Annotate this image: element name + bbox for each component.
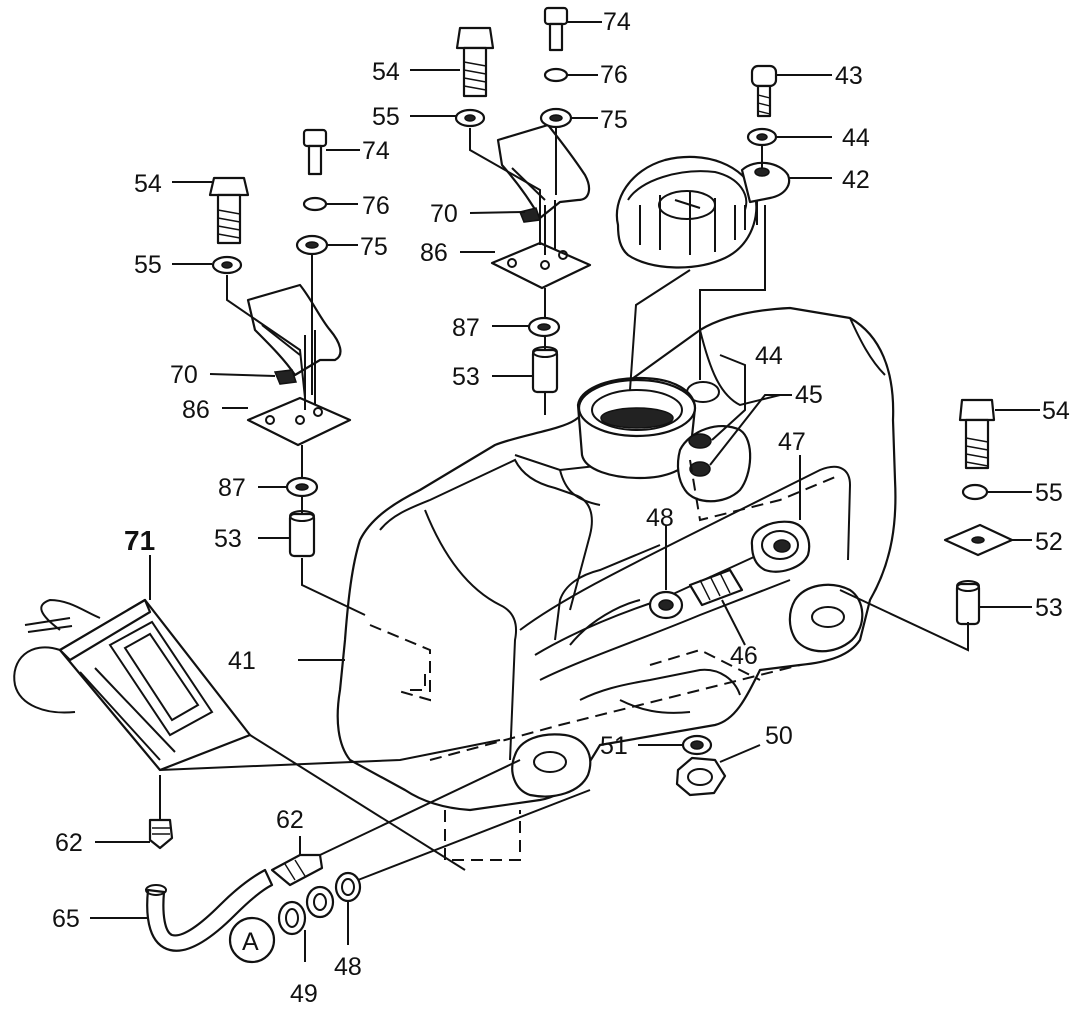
label-70: 70	[430, 200, 458, 228]
label-76: 76	[600, 61, 628, 89]
detail-marker-a: A	[242, 928, 259, 956]
filler-cap	[615, 155, 791, 269]
label-55: 55	[134, 251, 162, 279]
bolt-54-top	[455, 26, 495, 98]
bolt-54-right	[958, 398, 996, 470]
label-71: 71	[124, 525, 155, 556]
mount-bracket-left	[246, 283, 352, 447]
bolt-54-left	[208, 176, 250, 245]
label-74: 74	[362, 137, 390, 165]
label-62: 62	[55, 829, 83, 857]
label-74: 74	[603, 8, 631, 36]
label-75: 75	[600, 106, 628, 134]
screw-74-left	[302, 128, 328, 176]
label-48: 48	[334, 953, 362, 981]
label-47: 47	[778, 428, 806, 456]
label-62: 62	[276, 806, 304, 834]
label-42: 42	[842, 166, 870, 194]
label-51: 51	[600, 732, 628, 760]
label-87: 87	[452, 314, 480, 342]
label-43: 43	[835, 62, 863, 90]
label-41: 41	[228, 647, 256, 675]
nut-50	[675, 756, 727, 797]
label-45: 45	[795, 381, 823, 409]
bolt-43	[750, 64, 778, 118]
label-70: 70	[170, 361, 198, 389]
label-48: 48	[646, 504, 674, 532]
label-52: 52	[1035, 528, 1063, 556]
label-75: 75	[360, 233, 388, 261]
label-86: 86	[420, 239, 448, 267]
fuel-tank	[336, 306, 897, 861]
fuel-hose	[145, 818, 362, 964]
label-50: 50	[765, 722, 793, 750]
label-76: 76	[362, 192, 390, 220]
fittings	[648, 520, 811, 620]
cover-71	[13, 598, 252, 772]
label-55: 55	[372, 103, 400, 131]
label-54: 54	[1042, 397, 1070, 425]
label-54: 54	[134, 170, 162, 198]
label-49: 49	[290, 980, 318, 1008]
leader-lines	[90, 21, 1040, 962]
sleeves-53	[288, 346, 981, 626]
label-87: 87	[218, 474, 246, 502]
screw-74-top	[543, 6, 569, 52]
label-54: 54	[372, 58, 400, 86]
label-44: 44	[842, 124, 870, 152]
mount-bracket-right	[490, 123, 592, 290]
callout-labels: 74 76 75 54 55 74 76 75 54 55 70 86 87 5…	[52, 8, 1070, 1008]
label-55: 55	[1035, 479, 1063, 507]
label-65: 65	[52, 905, 80, 933]
label-53: 53	[452, 363, 480, 391]
label-46: 46	[730, 642, 758, 670]
label-86: 86	[182, 396, 210, 424]
label-53: 53	[1035, 594, 1063, 622]
label-53: 53	[214, 525, 242, 553]
label-44: 44	[755, 342, 783, 370]
